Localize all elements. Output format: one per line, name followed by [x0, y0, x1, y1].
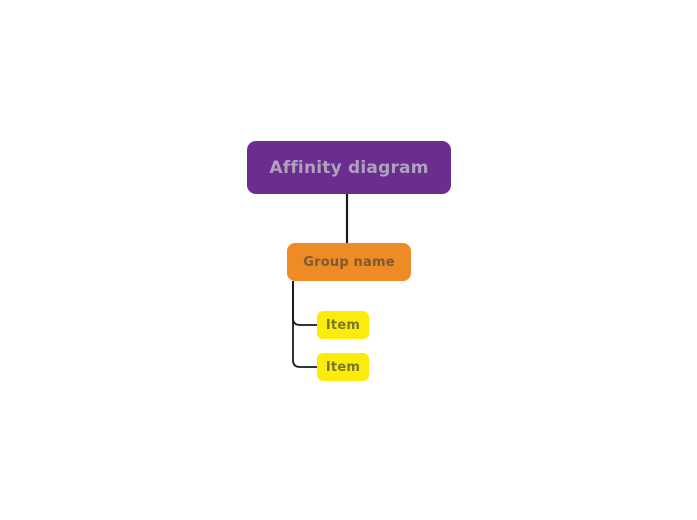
connector-group-to-item-1 — [292, 281, 317, 326]
node-group-name[interactable]: Group name — [287, 243, 411, 281]
node-item-2-label: Item — [325, 359, 361, 375]
node-item-1[interactable]: Item — [317, 311, 369, 339]
node-root-label: Affinity diagram — [269, 157, 429, 178]
node-item-2[interactable]: Item — [317, 353, 369, 381]
node-root-affinity-diagram[interactable]: Affinity diagram — [247, 141, 451, 194]
node-item-1-label: Item — [325, 317, 361, 333]
node-group-label: Group name — [303, 254, 395, 270]
connector-group-to-item-2 — [292, 281, 317, 368]
